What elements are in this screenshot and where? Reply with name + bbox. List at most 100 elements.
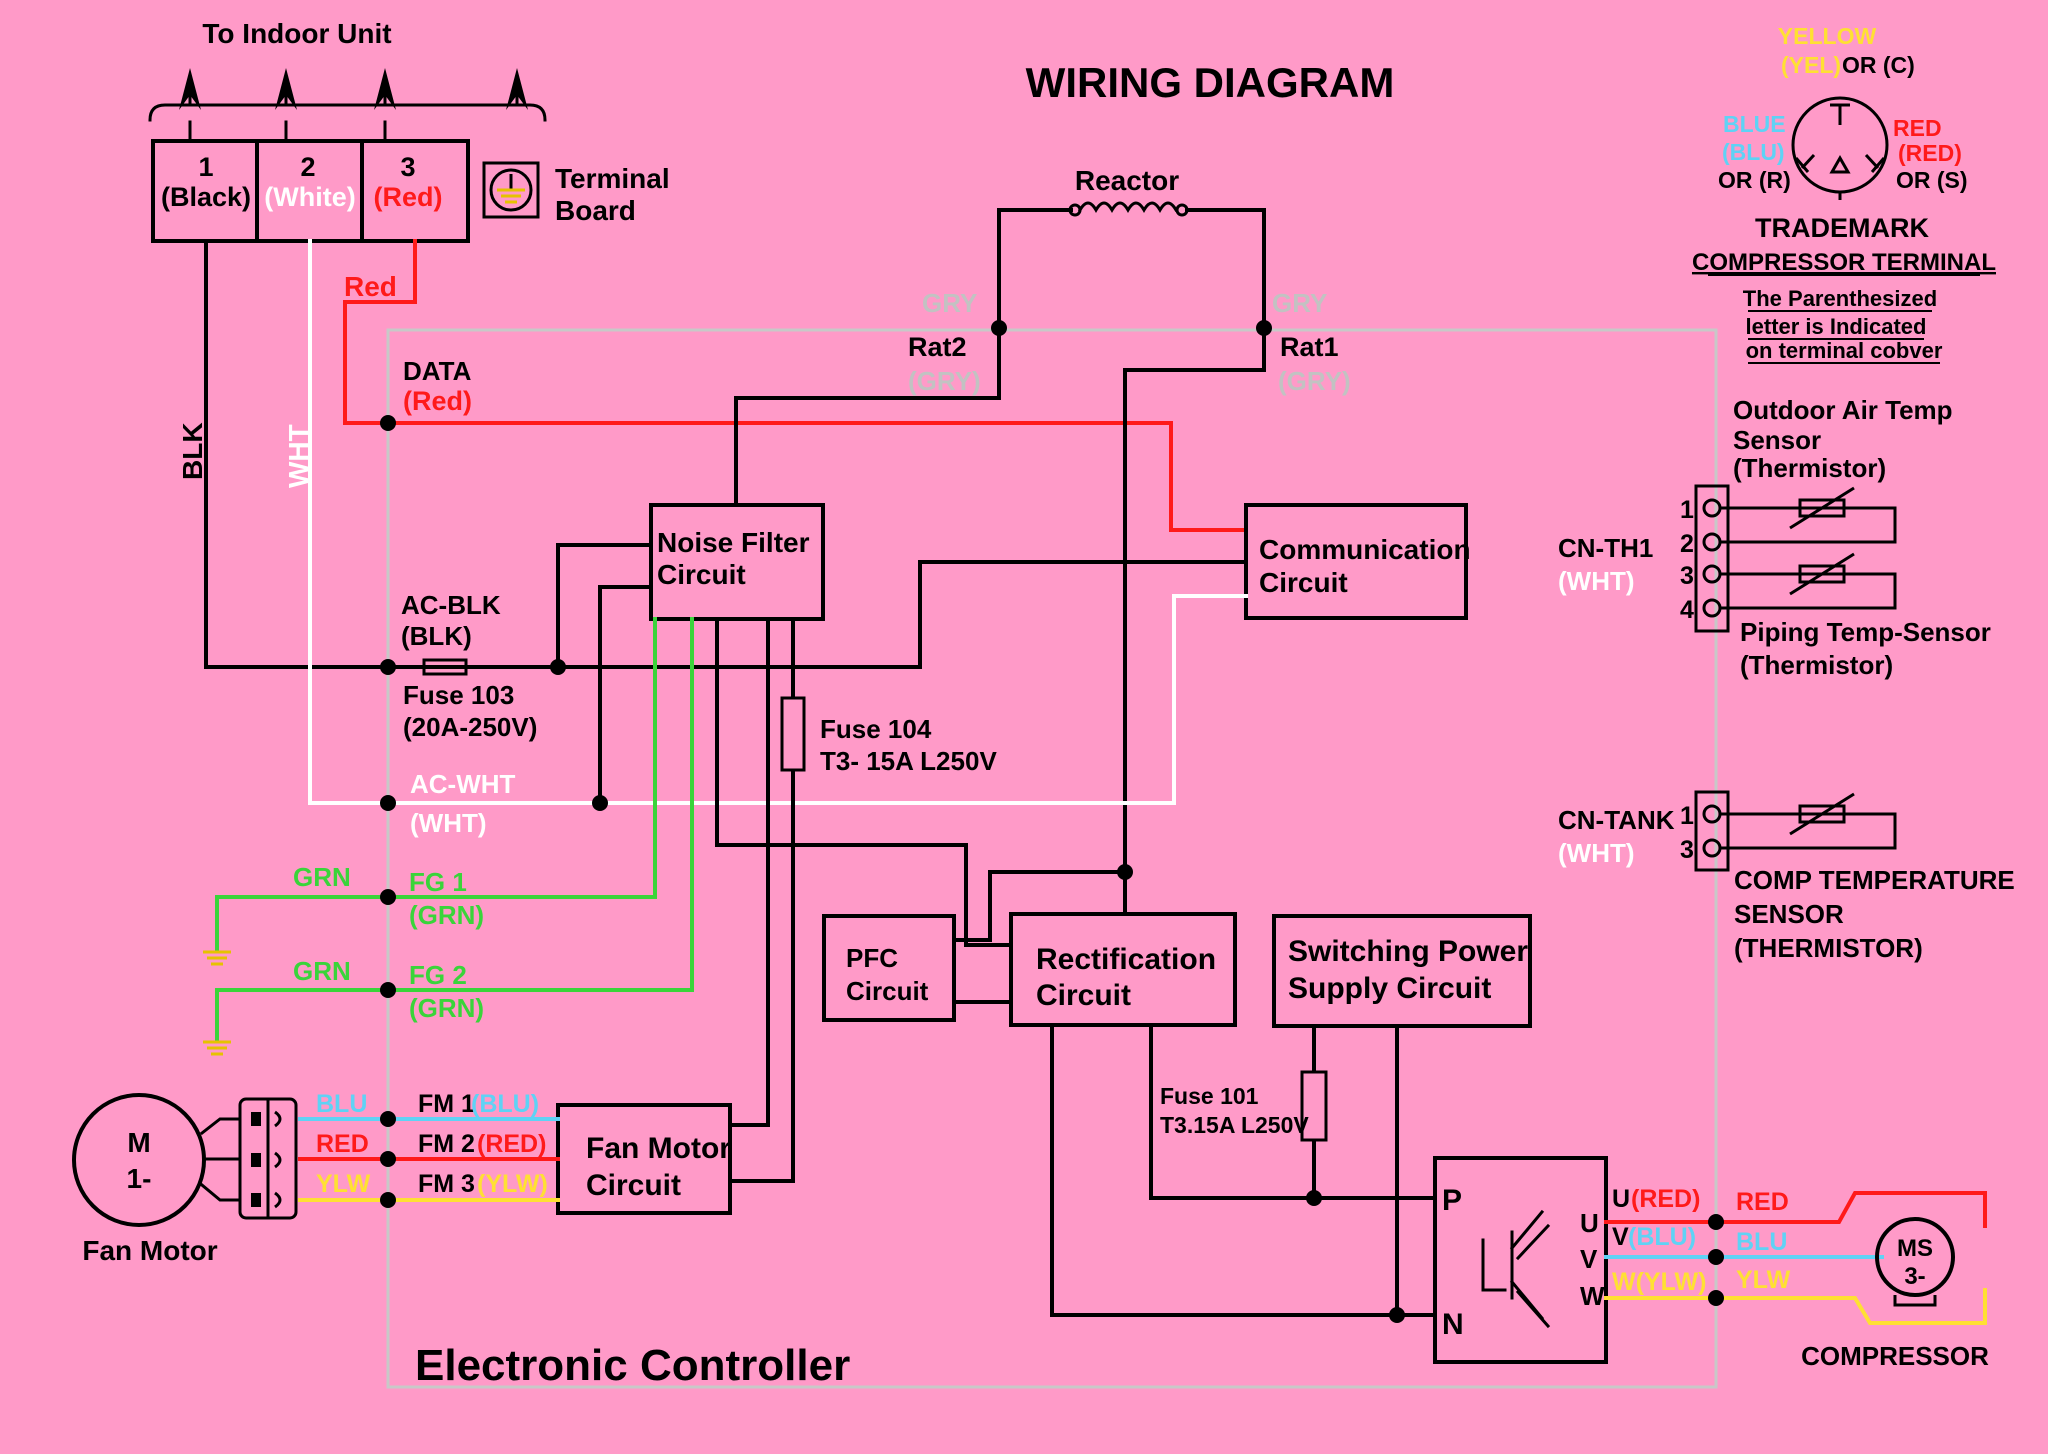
comp-temp-sensor-line1: COMP TEMPERATURE [1734,865,2015,895]
cn-th1-pin-2: 2 [1680,530,1694,558]
ground-symbol-fg1-icon [203,950,231,966]
ipm-v-out-label: V [1612,1223,1629,1251]
pfc-circuit [822,914,956,1022]
comp-temp-sensor-line3: (THERMISTOR) [1734,933,1923,963]
indoor-arrow-heads [179,68,528,110]
tm-red-paren-label: (RED) [1898,140,1962,166]
ac-blk-label: AC-BLK [401,590,501,620]
ipm-u-label: U [1580,1208,1599,1238]
fan-blu-label: BLU [316,1090,367,1118]
rat1-color-label: (GRY) [1278,366,1351,396]
tm-blue-label: BLUE [1723,111,1786,137]
ipm-u-out-color: (RED) [1631,1185,1700,1213]
data-color-label: (Red) [403,386,472,416]
red-wire-data [343,239,1248,532]
pfc-rectifier-links [952,870,1127,1004]
compressor-wire-red [1604,1191,1987,1228]
tm-note-line2: letter is Indicated [1746,314,1927,339]
reactor-rat2-wire [734,326,1001,507]
cn-th1-connector [1694,484,1730,633]
green-wire-fg1 [215,617,657,952]
noise-filter-ac-wiring [556,543,1248,805]
cn-tank-pins [1702,804,1722,858]
fuse104-label: Fuse 104 [820,714,932,744]
outdoor-air-thermistor-icon [1720,486,1897,544]
comp-temp-thermistor-icon [1720,792,1897,850]
tm-or-s-label: OR (S) [1896,167,1968,193]
cn-tank-connector [1694,790,1730,872]
switching-label-line2: Supply Circuit [1288,972,1491,1005]
fan-motor-leads [199,1117,242,1202]
outdoor-air-sensor-line3: (Thermistor) [1733,453,1886,483]
ipm-u-out-label: U [1612,1185,1630,1213]
terminal-2-color: (White) [264,182,355,212]
black-wire-ac [204,239,602,669]
grn-wire-label-2: GRN [293,956,351,986]
noise-filter-label-line2: Circuit [657,559,746,590]
outdoor-air-sensor-line1: Outdoor Air Temp [1733,395,1953,425]
piping-sensor-line1: Piping Temp-Sensor [1740,617,1991,647]
ipm-p-label: P [1442,1184,1462,1217]
ipm-n-label: N [1442,1308,1464,1341]
indoor-connection-arrows [148,88,547,122]
piping-sensor-line2: (Thermistor) [1740,650,1893,680]
reactor-rat1-wire [1123,326,1266,874]
tm-subtitle: COMPRESSOR TERMINAL [1692,249,1996,276]
cn-th1-color-label: (WHT) [1558,566,1635,596]
terminal-3-number: 3 [400,152,415,182]
white-wire-communication [598,594,1248,805]
fan-motor-icon [72,1093,206,1227]
fm2-color-label: (RED) [477,1130,546,1158]
compressor-motor-icon [1875,1217,1955,1307]
pfc-label-line1: PFC [846,943,898,973]
tm-yel-label: (YEL) [1781,52,1841,78]
diagram-title: WIRING DIAGRAM [1026,59,1395,106]
fuse101-rating: T3.15A L250V [1160,1112,1309,1138]
terminal-1-color: (Black) [161,182,251,212]
tm-or-r-label: OR (R) [1718,167,1791,193]
junction-dots [380,320,1724,1323]
tm-or-c-label: OR (C) [1842,52,1915,78]
tm-yellow-label: YELLOW [1778,23,1877,49]
terminal-board-label-line2: Board [555,195,636,226]
fan-motor-circuit-label-line1: Fan Motor [586,1132,731,1165]
fan-red-label: RED [316,1130,369,1158]
ground-symbol-fg2-icon [203,1040,231,1056]
reactor-label: Reactor [1075,165,1179,196]
tm-note-line1: The Parenthesized [1743,286,1937,311]
cn-th1-pin-4: 4 [1680,596,1694,624]
electronic-controller-label: Electronic Controller [415,1341,850,1390]
compressor-phase-label: 3- [1904,1263,1925,1290]
noise-filter-label-line1: Noise Filter [657,527,810,558]
terminal-board-label-line1: Terminal [555,163,670,194]
terminal-3-color: (Red) [374,182,443,212]
ipm-w-label: W [1580,1281,1605,1311]
cn-th1-label: CN-TH1 [1558,533,1653,563]
inverter-module [1433,1156,1608,1364]
fuse104-rating: T3- 15A L250V [820,746,997,776]
terminal-2-number: 2 [300,152,315,182]
rectification-label-line2: Circuit [1036,979,1131,1012]
compressor-ms-label: MS [1897,1235,1933,1262]
fan-motor-phase-label: 1- [127,1163,152,1194]
gry-left-label: GRY [922,288,977,318]
grn-wire-label-1: GRN [293,862,351,892]
fuse103-label: Fuse 103 [403,680,514,710]
gry-right-label: GRY [1272,288,1327,318]
rat2-color-label: (GRY) [908,366,981,396]
data-label: DATA [403,356,472,386]
compressor-label: COMPRESSOR [1801,1341,1989,1371]
comp-temp-sensor-line2: SENSOR [1734,899,1844,929]
ac-blk-color-label: (BLK) [401,621,472,651]
piping-thermistor-icon [1720,552,1897,610]
terminal-1-number: 1 [198,152,213,182]
fan-motor-connector-icon [238,1097,298,1220]
fuse103-rating: (20A-250V) [403,712,537,742]
compressor-terminal-icon [1791,96,1889,200]
to-indoor-unit-label: To Indoor Unit [202,18,391,49]
fm2-label: FM 2 [418,1130,475,1158]
ipm-v-label: V [1580,1244,1598,1274]
tm-title: TRADEMARK [1755,213,1929,243]
pfc-label-line2: Circuit [846,976,929,1006]
